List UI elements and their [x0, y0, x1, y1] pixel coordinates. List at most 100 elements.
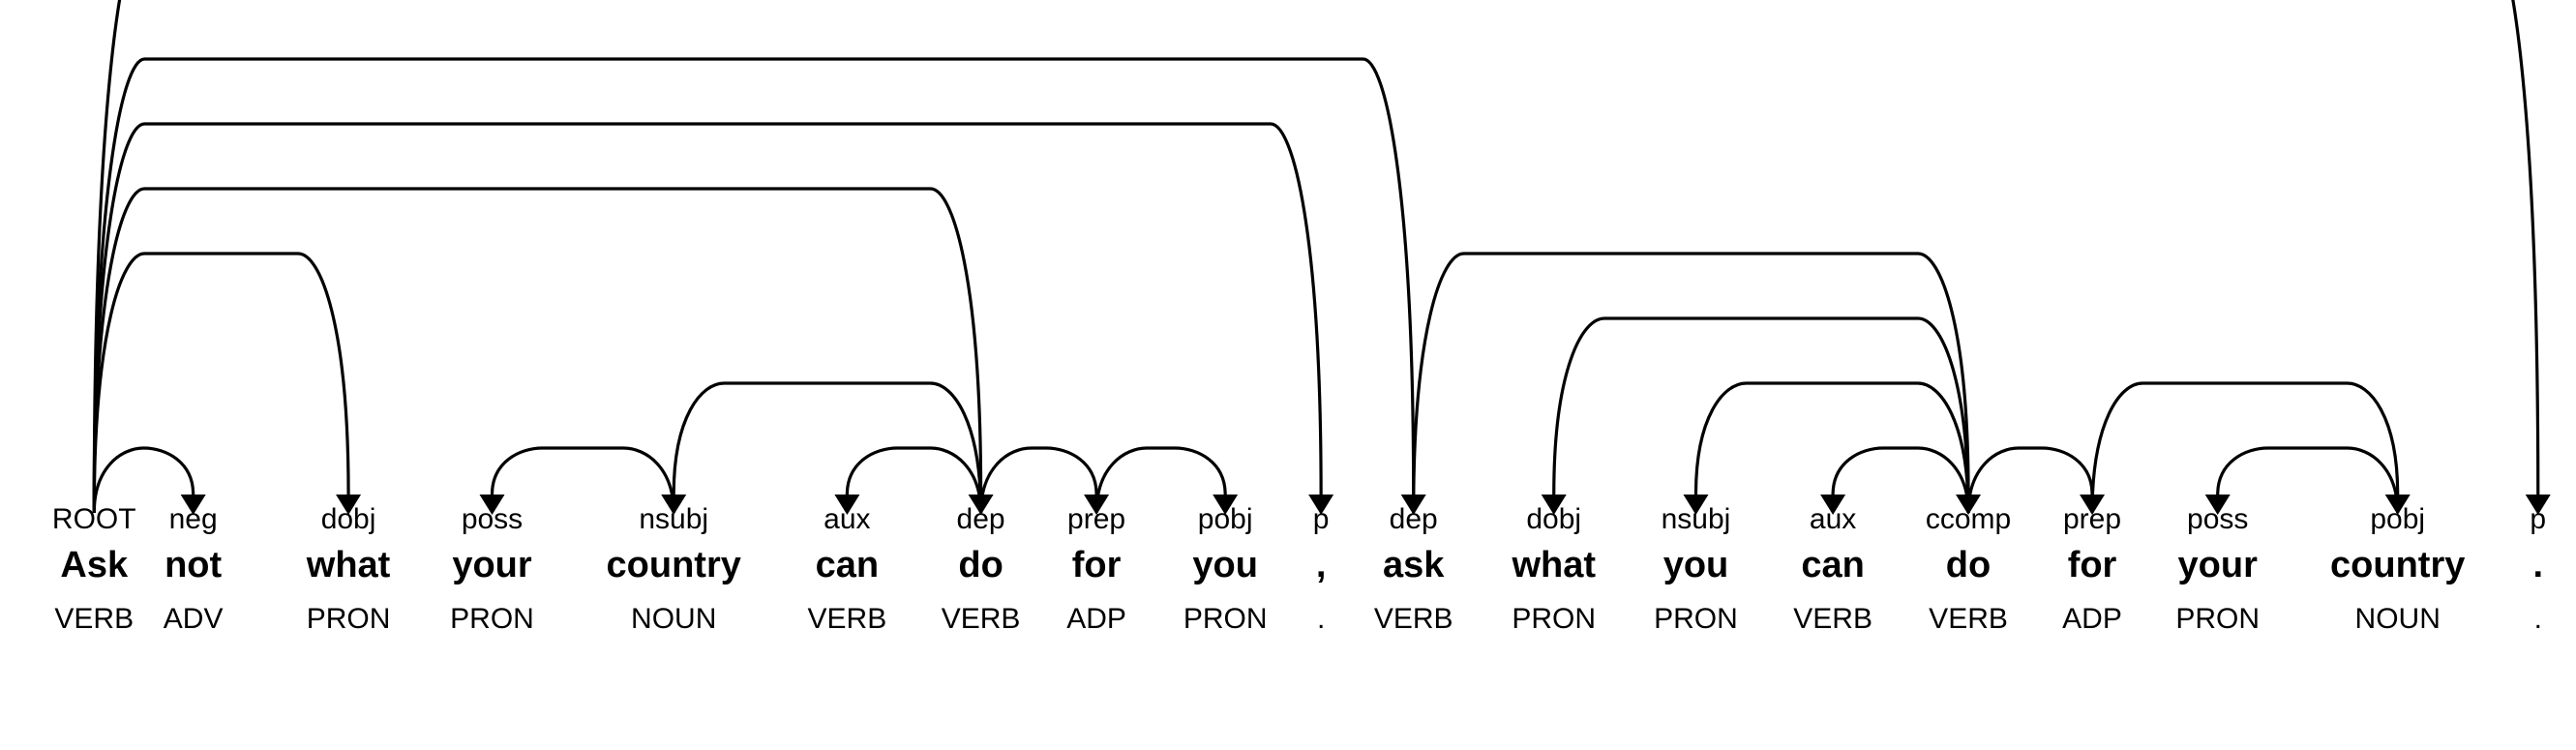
arc-arrowhead: [1213, 495, 1239, 515]
token-dep-label: pobj: [1197, 503, 1253, 535]
token-word: not: [165, 545, 223, 585]
token-dep-label: poss: [461, 503, 524, 535]
arc-arrowhead: [2384, 495, 2411, 515]
token-dep-label: dep: [1389, 503, 1438, 535]
token-dep-label: p: [1312, 503, 1330, 535]
dependency-arc-pobj: [2090, 381, 2411, 515]
token-18[interactable]: p..: [2530, 505, 2546, 634]
token-dep-label: ROOT: [51, 503, 136, 535]
token-pos-tag: PRON: [306, 603, 391, 635]
token-dep-label: p: [2530, 503, 2547, 535]
dependency-arc-pobj: [1094, 446, 1239, 515]
token-pos-tag: PRON: [2175, 603, 2261, 635]
token-word: your: [452, 545, 532, 585]
token-pos-tag: NOUN: [631, 603, 717, 635]
token-word: what: [1512, 545, 1596, 585]
token-pos-tag: PRON: [450, 603, 534, 635]
arc-arrowhead: [2525, 495, 2551, 515]
token-dep-label: nsubj: [639, 503, 709, 535]
dependency-arc-dobj: [1541, 316, 1970, 515]
token-pos-tag: PRON: [1512, 603, 1597, 635]
token-word: ask: [1382, 545, 1445, 585]
arc-arrowhead: [1820, 495, 1846, 515]
token-pos-tag: .: [2533, 603, 2542, 635]
token-dep-label: dep: [956, 503, 1005, 535]
token-word: do: [1945, 545, 1992, 585]
token-word: you: [1192, 545, 1258, 585]
token-pos-tag: VERB: [941, 603, 1021, 635]
token-dep-label: pobj: [2370, 503, 2426, 535]
arc-arrowhead: [661, 495, 687, 515]
token-pos-tag: .: [1316, 603, 1326, 635]
token-dep-label: dobj: [1526, 503, 1582, 535]
token-word: country: [606, 545, 741, 585]
token-dep-label: poss: [2187, 503, 2249, 535]
arc-arrowhead: [1308, 495, 1334, 515]
token-word: country: [2330, 545, 2466, 585]
dependency-arc-poss: [479, 446, 675, 515]
token-dep-label: dobj: [320, 503, 376, 535]
token-word: for: [1071, 545, 1122, 585]
token-dep-label: aux: [824, 503, 871, 535]
token-word: do: [958, 545, 1003, 585]
arc-arrowhead: [1683, 495, 1709, 515]
token-word: your: [2177, 545, 2258, 585]
token-pos-tag: ADV: [163, 603, 224, 635]
dependency-arc-nsubj: [1683, 381, 1970, 515]
token-pos-tag: ADP: [1066, 603, 1126, 635]
dependency-arc-p: [92, 0, 2551, 515]
token-pos-tag: VERB: [1373, 603, 1453, 635]
token-pos-tag: VERB: [1793, 603, 1872, 635]
dependency-arc-aux: [834, 446, 983, 515]
token-pos-tag: VERB: [1929, 603, 2008, 635]
arc-arrowhead: [2204, 495, 2231, 515]
token-pos-tag: NOUN: [2354, 603, 2441, 635]
dependency-arc-neg: [92, 446, 206, 515]
token-pos-tag: ADP: [2062, 603, 2122, 635]
token-word: .: [2532, 545, 2544, 585]
arc-arrowhead: [336, 495, 362, 515]
token-word: Ask: [60, 545, 129, 585]
token-word: ,: [1315, 545, 1327, 585]
dependency-arc-nsubj: [661, 381, 983, 515]
arc-arrowhead: [180, 495, 206, 515]
arc-arrowhead: [479, 495, 505, 515]
token-pos-tag: VERB: [54, 603, 135, 635]
token-word: can: [815, 545, 880, 585]
token-dep-label: nsubj: [1661, 503, 1731, 535]
dependency-arc-p: [92, 122, 1334, 515]
token-9[interactable]: p,.: [1313, 505, 1330, 634]
dependency-arc-dobj: [92, 252, 362, 515]
token-word: for: [2067, 545, 2117, 585]
token-pos-tag: VERB: [807, 603, 887, 635]
token-dep-label: ccomp: [1925, 503, 2012, 535]
dependency-arc-poss: [2204, 446, 2400, 515]
token-pos-tag: PRON: [1654, 603, 1738, 635]
token-pos-tag: PRON: [1183, 603, 1268, 635]
token-dep-label: prep: [1067, 503, 1126, 535]
token-word: what: [306, 545, 391, 585]
token-dep-label: neg: [168, 503, 218, 535]
token-word: you: [1662, 545, 1729, 585]
token-dep-label: prep: [2062, 503, 2122, 535]
